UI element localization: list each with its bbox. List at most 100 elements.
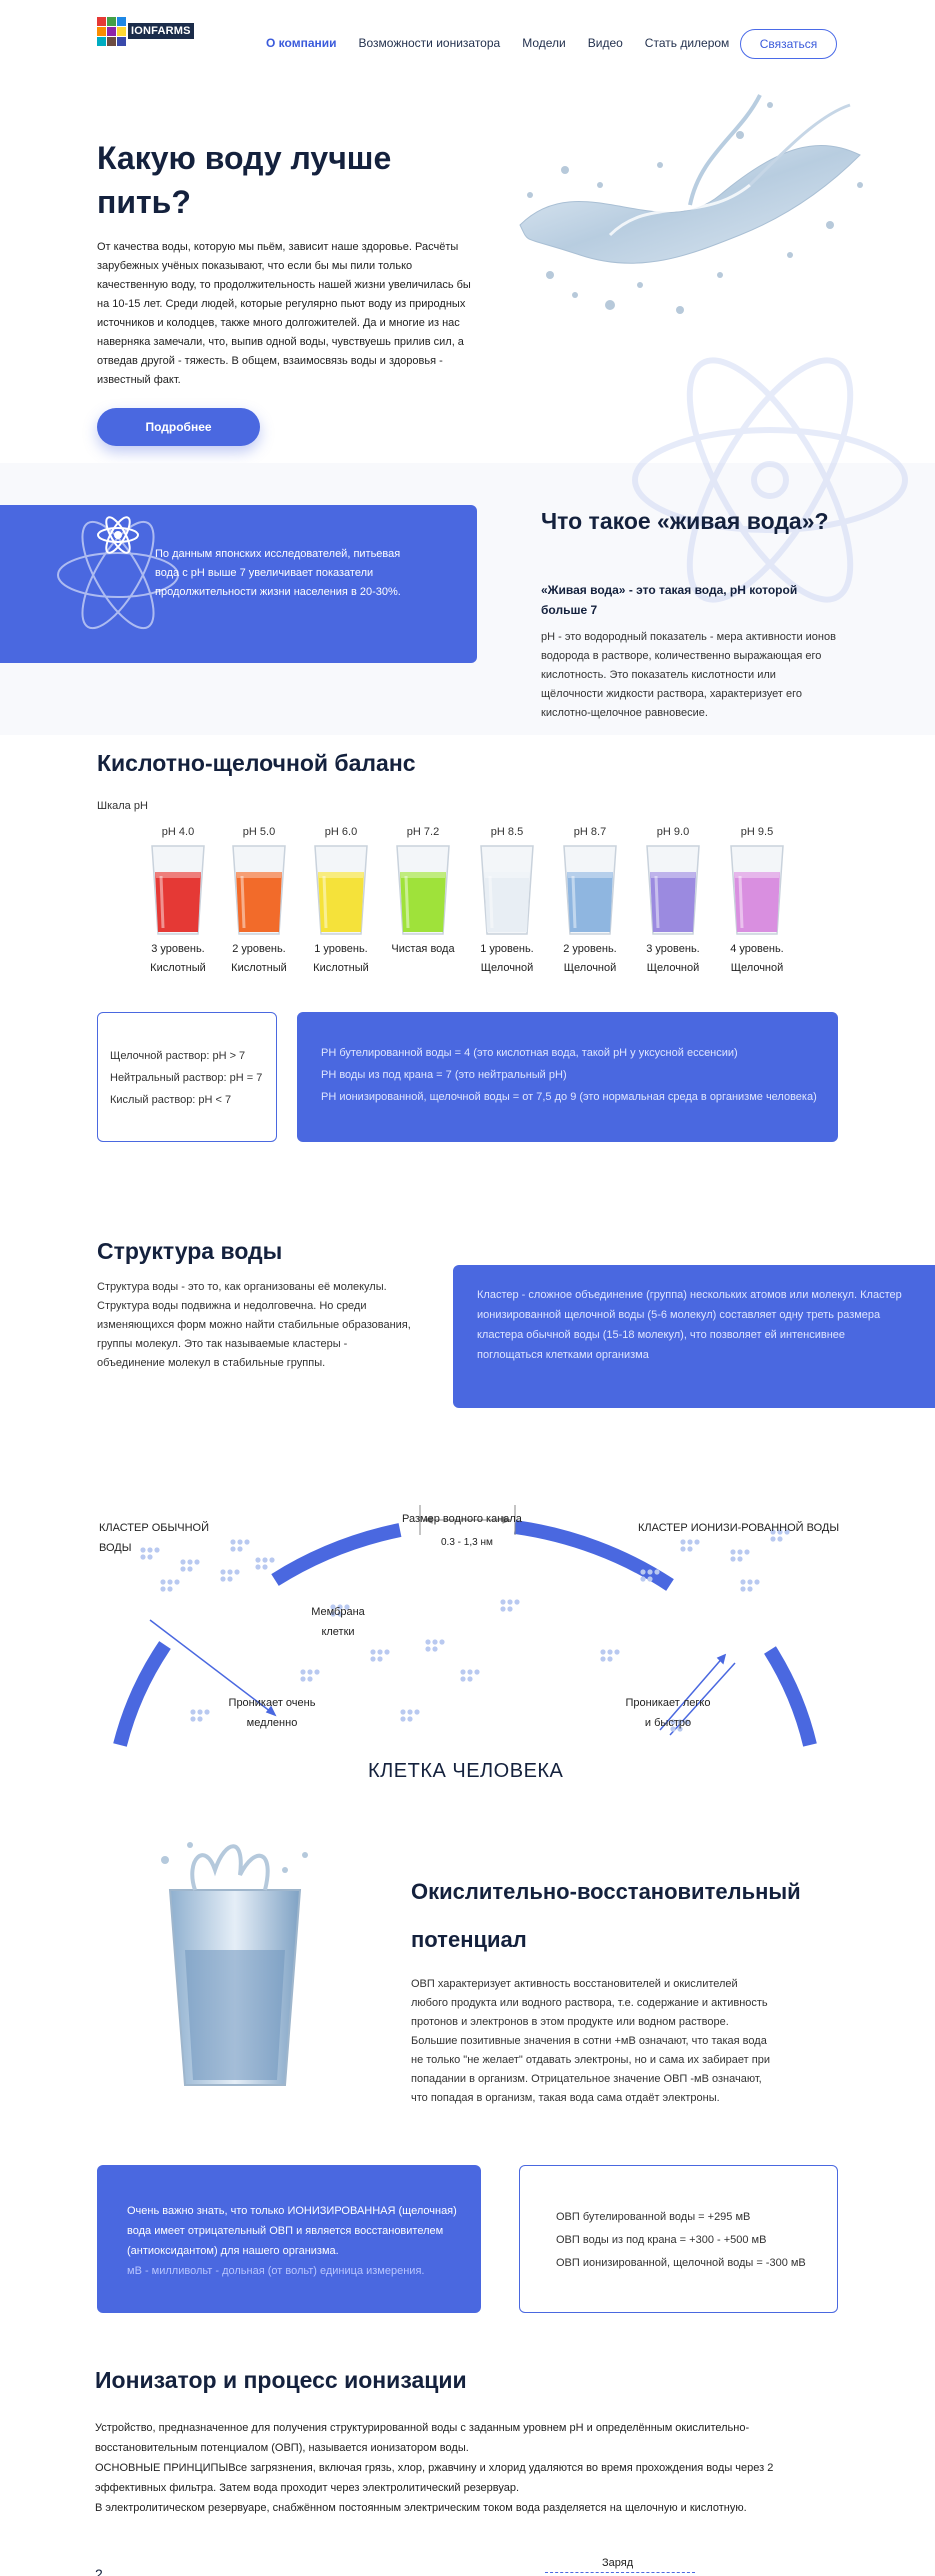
glass-icon	[396, 845, 450, 935]
ph-value: pH 5.0	[242, 826, 276, 838]
water-molecule	[777, 1529, 783, 1535]
water-molecule	[740, 1579, 746, 1585]
water-molecule	[400, 1716, 406, 1722]
nav-video[interactable]: Видео	[587, 36, 623, 50]
orp-unit-note: мВ - милливольт - дольная (от вольт) еди…	[127, 2265, 425, 2277]
water-molecule	[140, 1547, 146, 1553]
ph-level-line: 3 уровень.	[151, 943, 205, 955]
water-molecule	[730, 1556, 736, 1562]
water-molecule	[747, 1586, 753, 1592]
ph-definition: Щелочной раствор: pH > 7	[110, 1050, 246, 1062]
water-molecule	[197, 1716, 203, 1722]
charge-label: Заряд	[602, 2557, 634, 2569]
charge-line	[545, 2572, 695, 2573]
ph-water-type: PH воды из под крана = 7 (это нейтральны…	[321, 1069, 567, 1081]
water-molecule	[307, 1669, 313, 1675]
ph-value: pH 9.0	[656, 826, 690, 838]
nav-become-dealer[interactable]: Стать дилером	[644, 36, 730, 50]
contact-button[interactable]: Связаться	[740, 29, 837, 59]
water-molecule	[640, 1569, 646, 1575]
orp-value: ОВП бутелированной воды = +295 мВ	[556, 2211, 751, 2223]
orp-note-card: Очень важно знать, что только ИОНИЗИРОВА…	[97, 2165, 481, 2313]
ph-level-line: 3 уровень.	[646, 943, 700, 955]
ph-level-label: 4 уровень.Щелочной	[716, 940, 798, 978]
nav-about[interactable]: О компании	[266, 36, 337, 50]
water-molecule	[737, 1549, 743, 1555]
water-molecule	[740, 1586, 746, 1592]
water-molecule	[194, 1559, 200, 1565]
ph-level-line: 1 уровень.	[480, 943, 534, 955]
water-molecule	[407, 1716, 413, 1722]
water-molecule	[414, 1709, 420, 1715]
water-molecule	[227, 1576, 233, 1582]
header: IONFARMS О компании Возможности ионизато…	[0, 0, 935, 90]
glass-icon	[646, 845, 700, 935]
water-molecule	[377, 1649, 383, 1655]
water-molecule	[467, 1676, 473, 1682]
water-molecule	[677, 1719, 683, 1725]
water-molecule	[204, 1709, 210, 1715]
water-molecule	[600, 1649, 606, 1655]
water-molecule	[262, 1564, 268, 1570]
ph-level-type: Кислотный	[231, 962, 287, 974]
glass-liquid	[734, 872, 780, 932]
water-molecule	[670, 1726, 676, 1732]
regular-cluster-label: КЛАСТЕР ОБЫЧНОЙ ВОДЫ	[99, 1522, 209, 1554]
water-molecule	[337, 1604, 343, 1610]
water-molecule	[377, 1656, 383, 1662]
water-molecule	[262, 1557, 268, 1563]
water-molecule	[147, 1554, 153, 1560]
water-molecule	[687, 1539, 693, 1545]
more-button[interactable]: Подробнее	[97, 408, 260, 446]
ph-water-types-box: PH бутелированной воды = 4 (это кислотна…	[297, 1012, 838, 1142]
water-molecule	[730, 1549, 736, 1555]
ionized-cluster-label: КЛАСТЕР ИОНИЗИ-РОВАННОЙ ВОДЫ	[638, 1522, 840, 1534]
nav-models[interactable]: Модели	[522, 36, 566, 50]
water-molecule	[147, 1547, 153, 1553]
glass-liquid	[400, 872, 446, 932]
water-molecule	[314, 1669, 320, 1675]
logo-square	[117, 16, 126, 26]
glass-liquid	[236, 872, 282, 932]
water-molecule	[370, 1656, 376, 1662]
ionizer-paragraph: В электролитическом резервуаре, снабжённ…	[95, 2502, 747, 2514]
slow-penetration-label: Проникает очень медленно	[228, 1697, 316, 1729]
cell-diagram	[113, 1505, 817, 1747]
atom-icon	[632, 357, 908, 603]
hero-text: От качества воды, которую мы пьём, завис…	[97, 241, 471, 386]
ph-definition: Нейтральный раствор: pH = 7	[110, 1072, 263, 1084]
water-molecule	[230, 1539, 236, 1545]
logo-square	[117, 26, 126, 36]
water-molecule	[784, 1529, 790, 1535]
ph-water-type: PH бутелированной воды = 4 (это кислотна…	[321, 1047, 738, 1059]
water-molecule	[160, 1579, 166, 1585]
water-molecule	[614, 1649, 620, 1655]
water-molecule	[670, 1719, 676, 1725]
ph-value: pH 9.5	[740, 826, 774, 838]
orp-values-box: ОВП бутелированной воды = +295 мВ ОВП во…	[519, 2165, 838, 2313]
glass-icon	[730, 845, 784, 935]
logo[interactable]: IONFARMS	[97, 12, 194, 50]
logo-square	[97, 36, 106, 46]
water-molecule	[647, 1576, 653, 1582]
water-molecule	[167, 1579, 173, 1585]
ph-level-type: Щелочной	[480, 962, 534, 974]
water-molecule	[330, 1604, 336, 1610]
japan-research-card	[0, 505, 477, 663]
water-molecule	[467, 1669, 473, 1675]
water-molecule	[187, 1559, 193, 1565]
ionizer-paragraph: Устройство, предназначенное для получени…	[95, 2422, 750, 2454]
ph-level-type: Кислотный	[313, 962, 369, 974]
water-molecule	[307, 1676, 313, 1682]
nav-ionizer-features[interactable]: Возможности ионизатора	[358, 36, 501, 50]
orp-value: ОВП ионизированной, щелочной воды = -300…	[556, 2257, 806, 2269]
ph-glass-item: pH 9.5 4 уровень.Щелочной	[716, 826, 798, 978]
glass-icon	[314, 845, 368, 935]
glass-liquid	[567, 872, 613, 932]
ph-definitions-box: Щелочной раствор: pH > 7 Нейтральный рас…	[97, 1012, 277, 1142]
water-molecule	[330, 1611, 336, 1617]
